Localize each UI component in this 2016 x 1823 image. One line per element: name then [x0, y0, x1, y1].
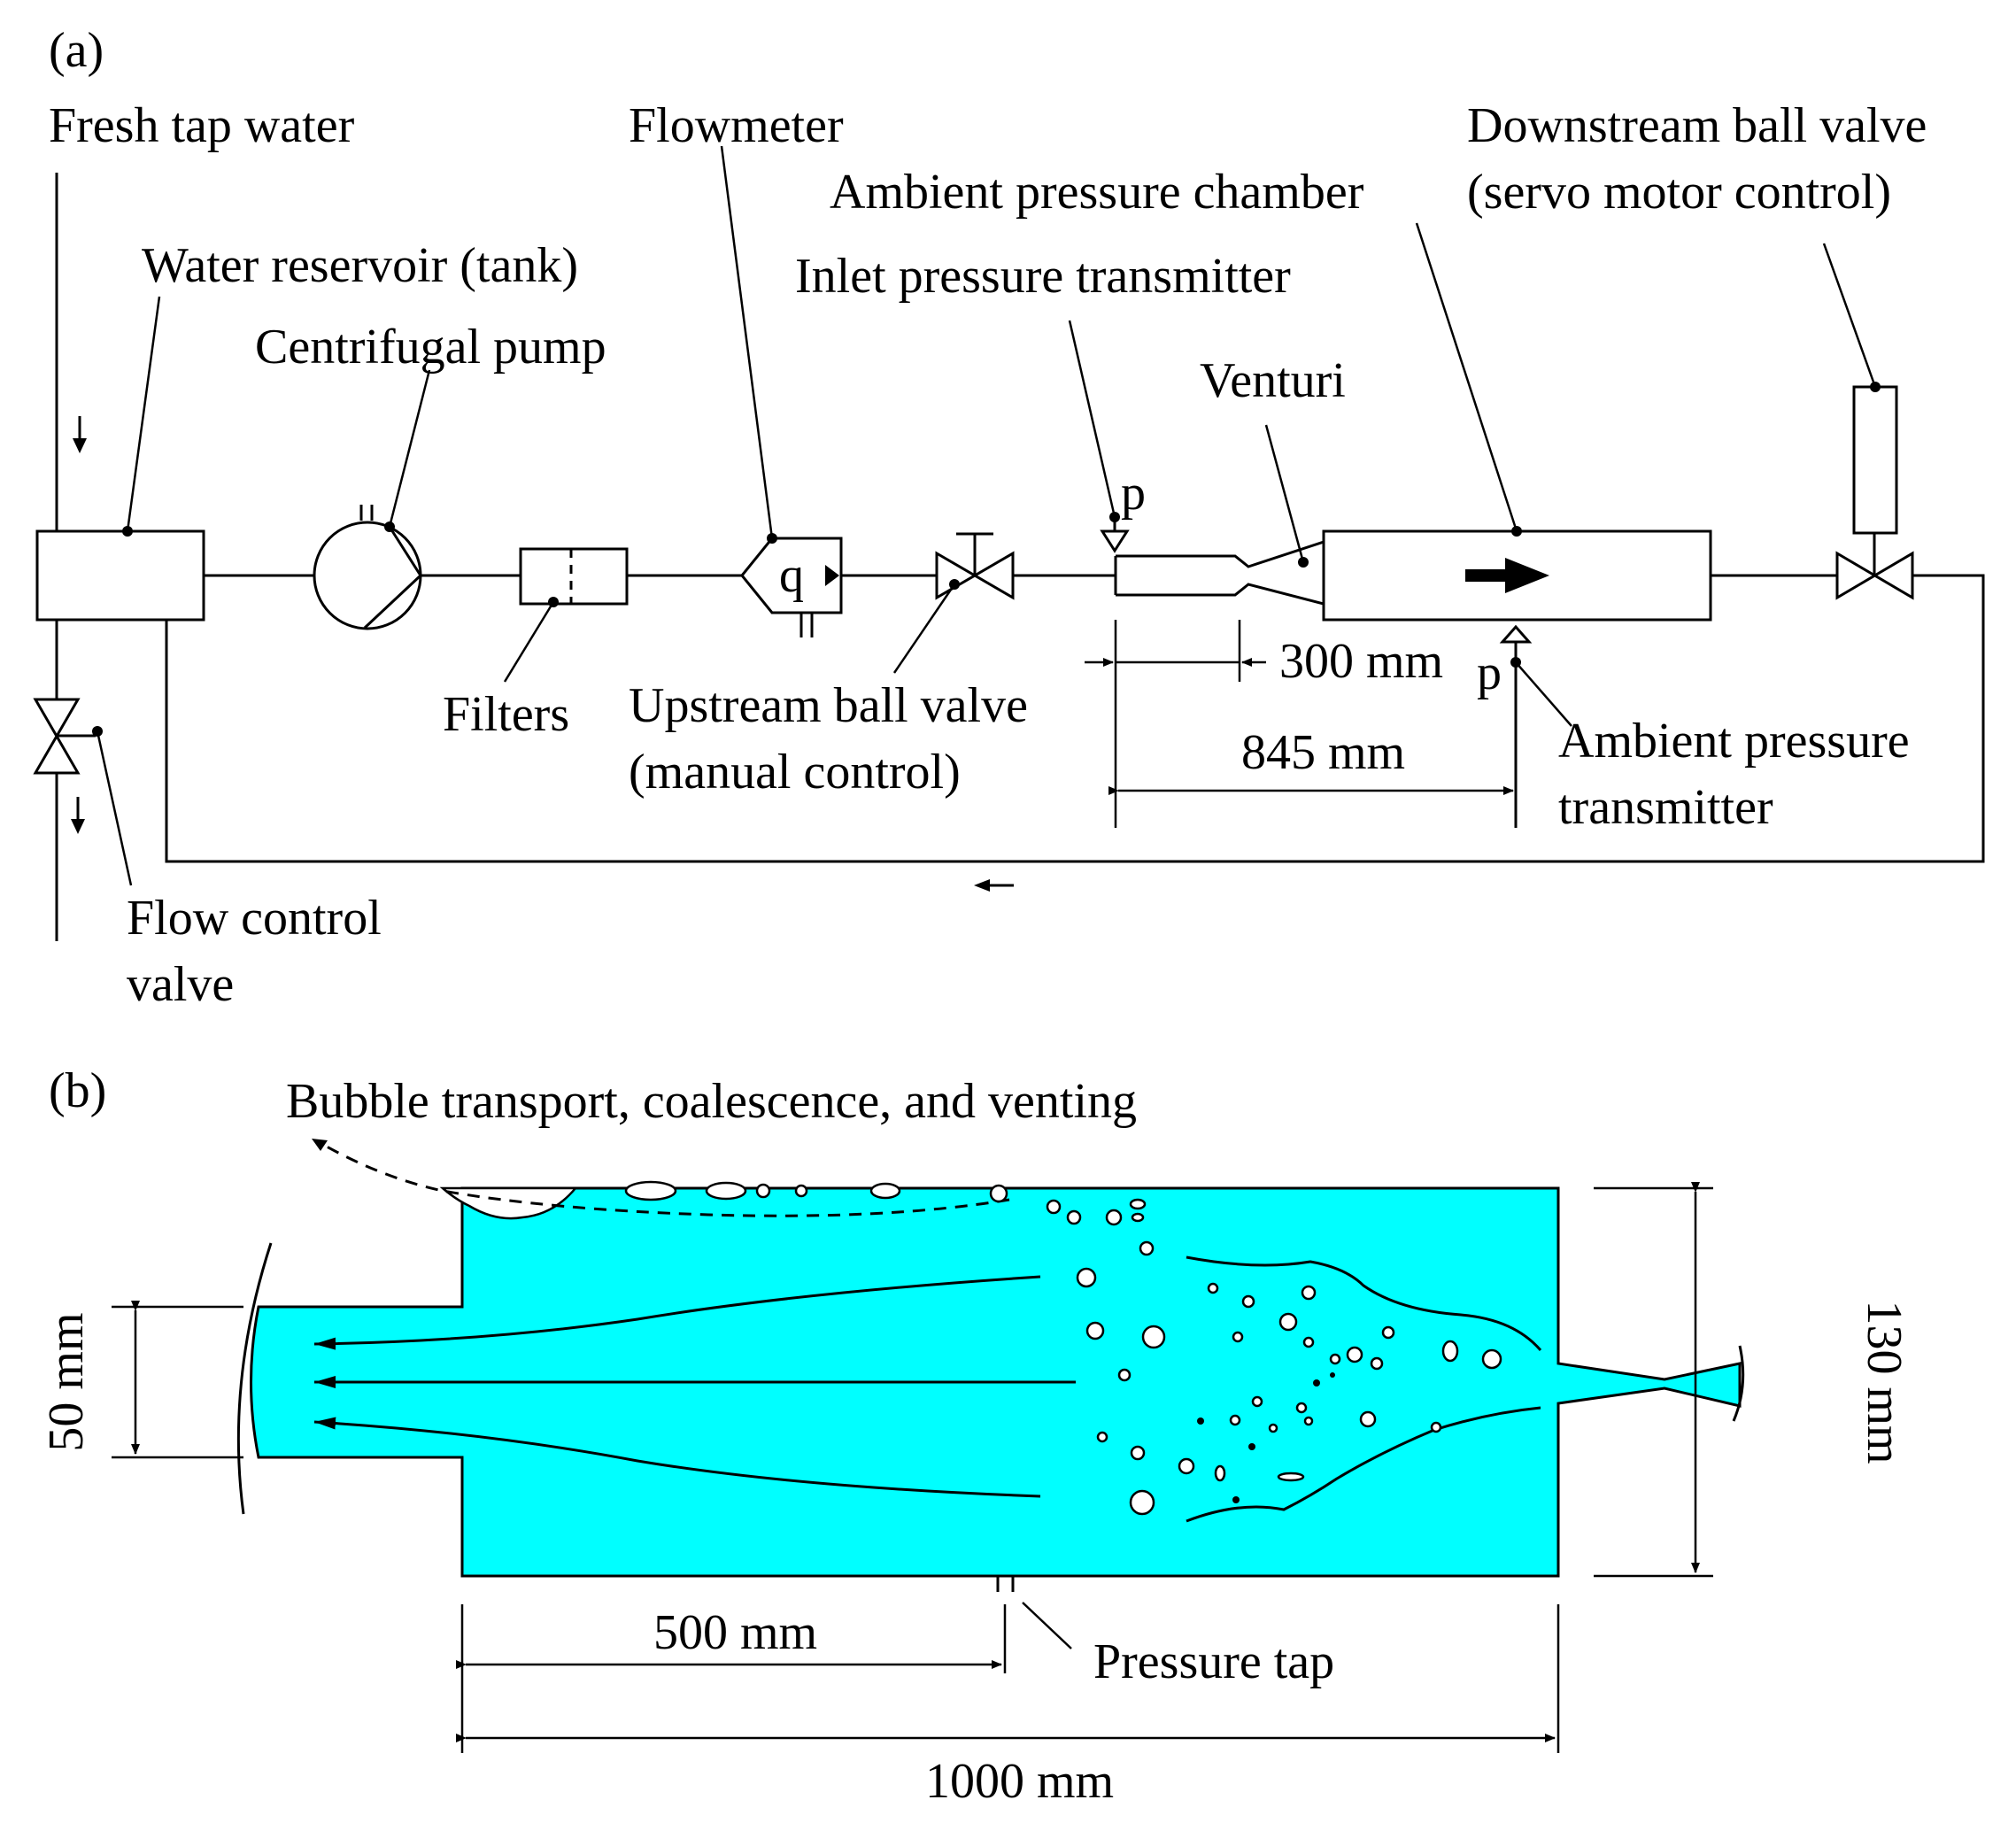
- water-reservoir-tank: [35, 529, 205, 622]
- upstream-ball-valve-icon: [935, 532, 1015, 600]
- label-upstream-valve-line1: Upstream ball valve: [629, 678, 1028, 733]
- label-dim-300: 300 mm: [1279, 634, 1443, 689]
- label-dim-500: 500 mm: [653, 1605, 817, 1660]
- label-ambient-pressure-chamber: Ambient pressure chamber: [830, 165, 1364, 220]
- label-flow-control-line1: Flow control: [127, 891, 382, 946]
- label-bubble-transport: Bubble transport, coalescence, and venti…: [286, 1074, 1137, 1129]
- label-dim-130: 130 mm: [1857, 1300, 1912, 1464]
- bubbles: [624, 1180, 1502, 1516]
- label-ambient-transmitter-line1: Ambient pressure: [1558, 714, 1910, 769]
- inlet-p-symbol: p: [1121, 466, 1146, 521]
- label-downstream-valve-line1: Downstream ball valve: [1467, 98, 1927, 153]
- label-ambient-transmitter-line2: transmitter: [1558, 780, 1773, 835]
- venturi-icon: [1114, 533, 1325, 618]
- flow-direction-arrow-icon: [1465, 558, 1549, 593]
- label-dim-845: 845 mm: [1241, 725, 1405, 780]
- label-flowmeter: Flowmeter: [629, 98, 844, 153]
- centrifugal-pump-icon: [313, 505, 422, 630]
- inflow-arrow-icon: [73, 416, 87, 453]
- return-flow-arrow-icon: [974, 879, 1014, 892]
- label-inlet-pressure-transmitter: Inlet pressure transmitter: [795, 249, 1291, 304]
- label-pressure-tap: Pressure tap: [1093, 1634, 1334, 1689]
- downstream-ball-valve-icon: [1835, 385, 1914, 600]
- label-downstream-valve-line2: (servo motor control): [1467, 165, 1891, 220]
- inlet-pressure-transmitter-icon: [1100, 518, 1130, 553]
- filters-icon: [519, 547, 629, 606]
- outflow-arrow-icon: [71, 797, 85, 834]
- ambient-pressure-transmitter-icon: [1499, 624, 1533, 828]
- flow-control-valve-icon: [33, 698, 96, 775]
- label-venturi: Venturi: [1200, 353, 1346, 408]
- flowmeter-symbol: q: [779, 548, 804, 603]
- label-fresh-tap-water: Fresh tap water: [49, 98, 355, 153]
- label-dim-50: 50 mm: [39, 1312, 94, 1451]
- label-upstream-valve-line2: (manual control): [629, 745, 961, 799]
- pressure-tap-icon: [996, 1576, 1015, 1592]
- label-centrifugal-pump: Centrifugal pump: [255, 320, 606, 375]
- label-dim-1000: 1000 mm: [925, 1754, 1114, 1809]
- ambient-p-symbol: p: [1477, 645, 1502, 700]
- label-flow-control-line2: valve: [127, 957, 234, 1012]
- panel-b-tag: (b): [49, 1063, 106, 1118]
- label-filters: Filters: [443, 687, 569, 742]
- panel-b: (b) Bubble transport, coalescence, and v…: [39, 1063, 1912, 1809]
- panel-a: (a): [33, 23, 1985, 1012]
- label-water-reservoir: Water reservoir (tank): [142, 238, 578, 293]
- panel-a-tag: (a): [49, 23, 104, 78]
